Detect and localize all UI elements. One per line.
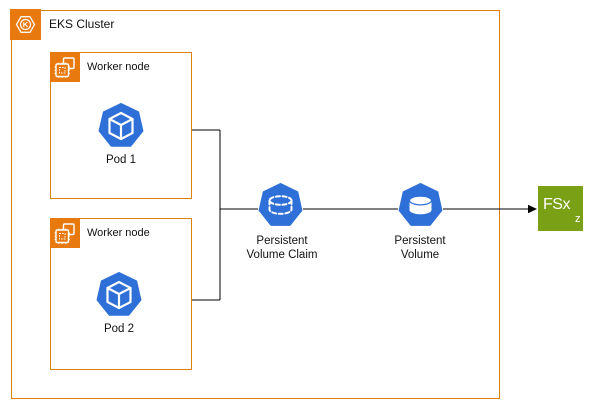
pod1-label: Pod 1 (105, 154, 137, 166)
fsx-openzfs-icon: FSx z (538, 186, 589, 231)
k8s-persistent-volume-icon (398, 183, 443, 228)
k8s-pod-icon-1 (98, 103, 144, 149)
svg-text:K: K (23, 20, 29, 29)
arrowhead-icon (528, 204, 537, 214)
k8s-persistent-volume-claim-icon (258, 183, 303, 228)
eks-cluster-box (11, 10, 500, 399)
k8s-pod-icon-2 (96, 272, 142, 318)
pv-label: Persistent Volume (394, 235, 446, 261)
fsx-lines-glyph (582, 216, 589, 222)
worker-node-label-2: Worker node (87, 227, 150, 239)
worker-node-label-1: Worker node (87, 61, 150, 73)
instance-icon (50, 52, 80, 82)
pvc-label: Persistent Volume Claim (246, 235, 318, 261)
pod2-label: Pod 2 (103, 323, 135, 335)
fsx-label: FSx (543, 196, 570, 213)
eks-cluster-label: EKS Cluster (49, 17, 115, 31)
fsx-openzfs-sub-glyph: z (575, 213, 589, 225)
eks-icon: K (10, 9, 41, 40)
instance-icon (50, 218, 80, 248)
